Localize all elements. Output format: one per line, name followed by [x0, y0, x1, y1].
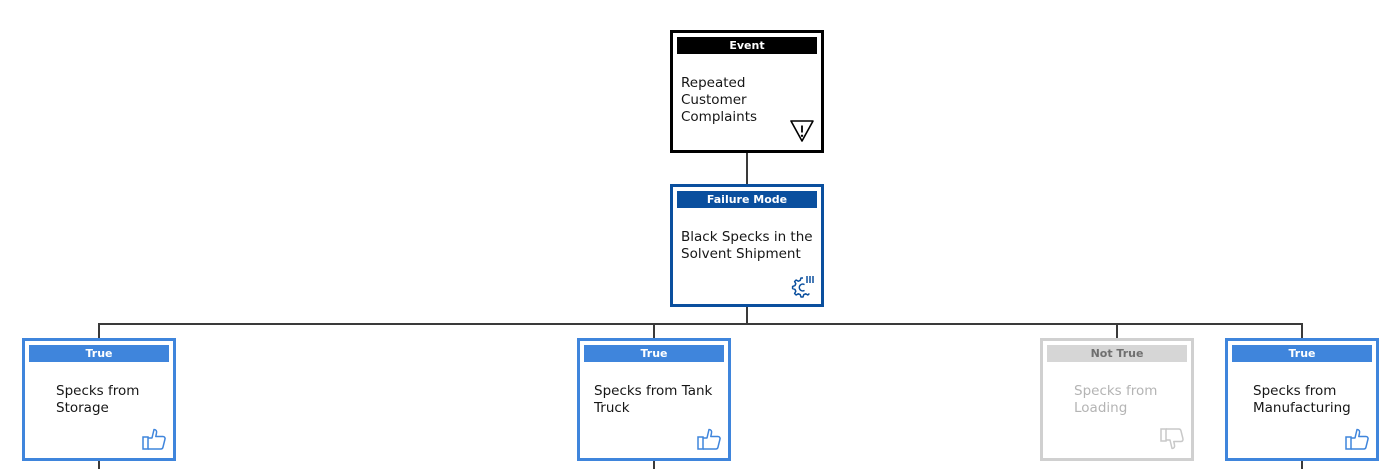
hypothesis-label: Specks from Tank Truck [594, 383, 713, 416]
hypothesis-node-tank-truck[interactable]: True Specks from Tank Truck [577, 338, 731, 461]
hypothesis-status-badge: True [1232, 345, 1372, 362]
thumbs-up-icon[interactable] [696, 426, 722, 452]
hypothesis-node-storage[interactable]: True Specks from Storage [22, 338, 176, 461]
event-label: Repeated Customer Complaints [681, 75, 758, 125]
hypothesis-status-badge: True [29, 345, 169, 362]
thumbs-up-icon[interactable] [141, 426, 167, 452]
hypothesis-status-badge: Not True [1047, 345, 1187, 362]
hypothesis-label: Specks from Manufacturing [1253, 383, 1351, 416]
hypothesis-status-badge: True [584, 345, 724, 362]
event-badge: Event [677, 37, 817, 54]
gear-process-icon [789, 272, 815, 298]
failure-mode-label: Black Specks in the Solvent Shipment [681, 229, 813, 262]
failure-mode-node[interactable]: Failure Mode Black Specks in the Solvent… [670, 184, 824, 307]
hypothesis-label: Specks from Storage [56, 383, 140, 416]
failure-mode-badge: Failure Mode [677, 191, 817, 208]
hypothesis-node-loading[interactable]: Not True Specks from Loading [1040, 338, 1194, 461]
hypothesis-label: Specks from Loading [1074, 383, 1158, 416]
thumbs-down-icon[interactable] [1159, 426, 1185, 452]
event-node[interactable]: Event Repeated Customer Complaints [670, 30, 824, 153]
thumbs-up-icon[interactable] [1344, 426, 1370, 452]
warning-triangle-icon [789, 118, 815, 144]
hypothesis-node-manufacturing[interactable]: True Specks from Manufacturing [1225, 338, 1379, 461]
